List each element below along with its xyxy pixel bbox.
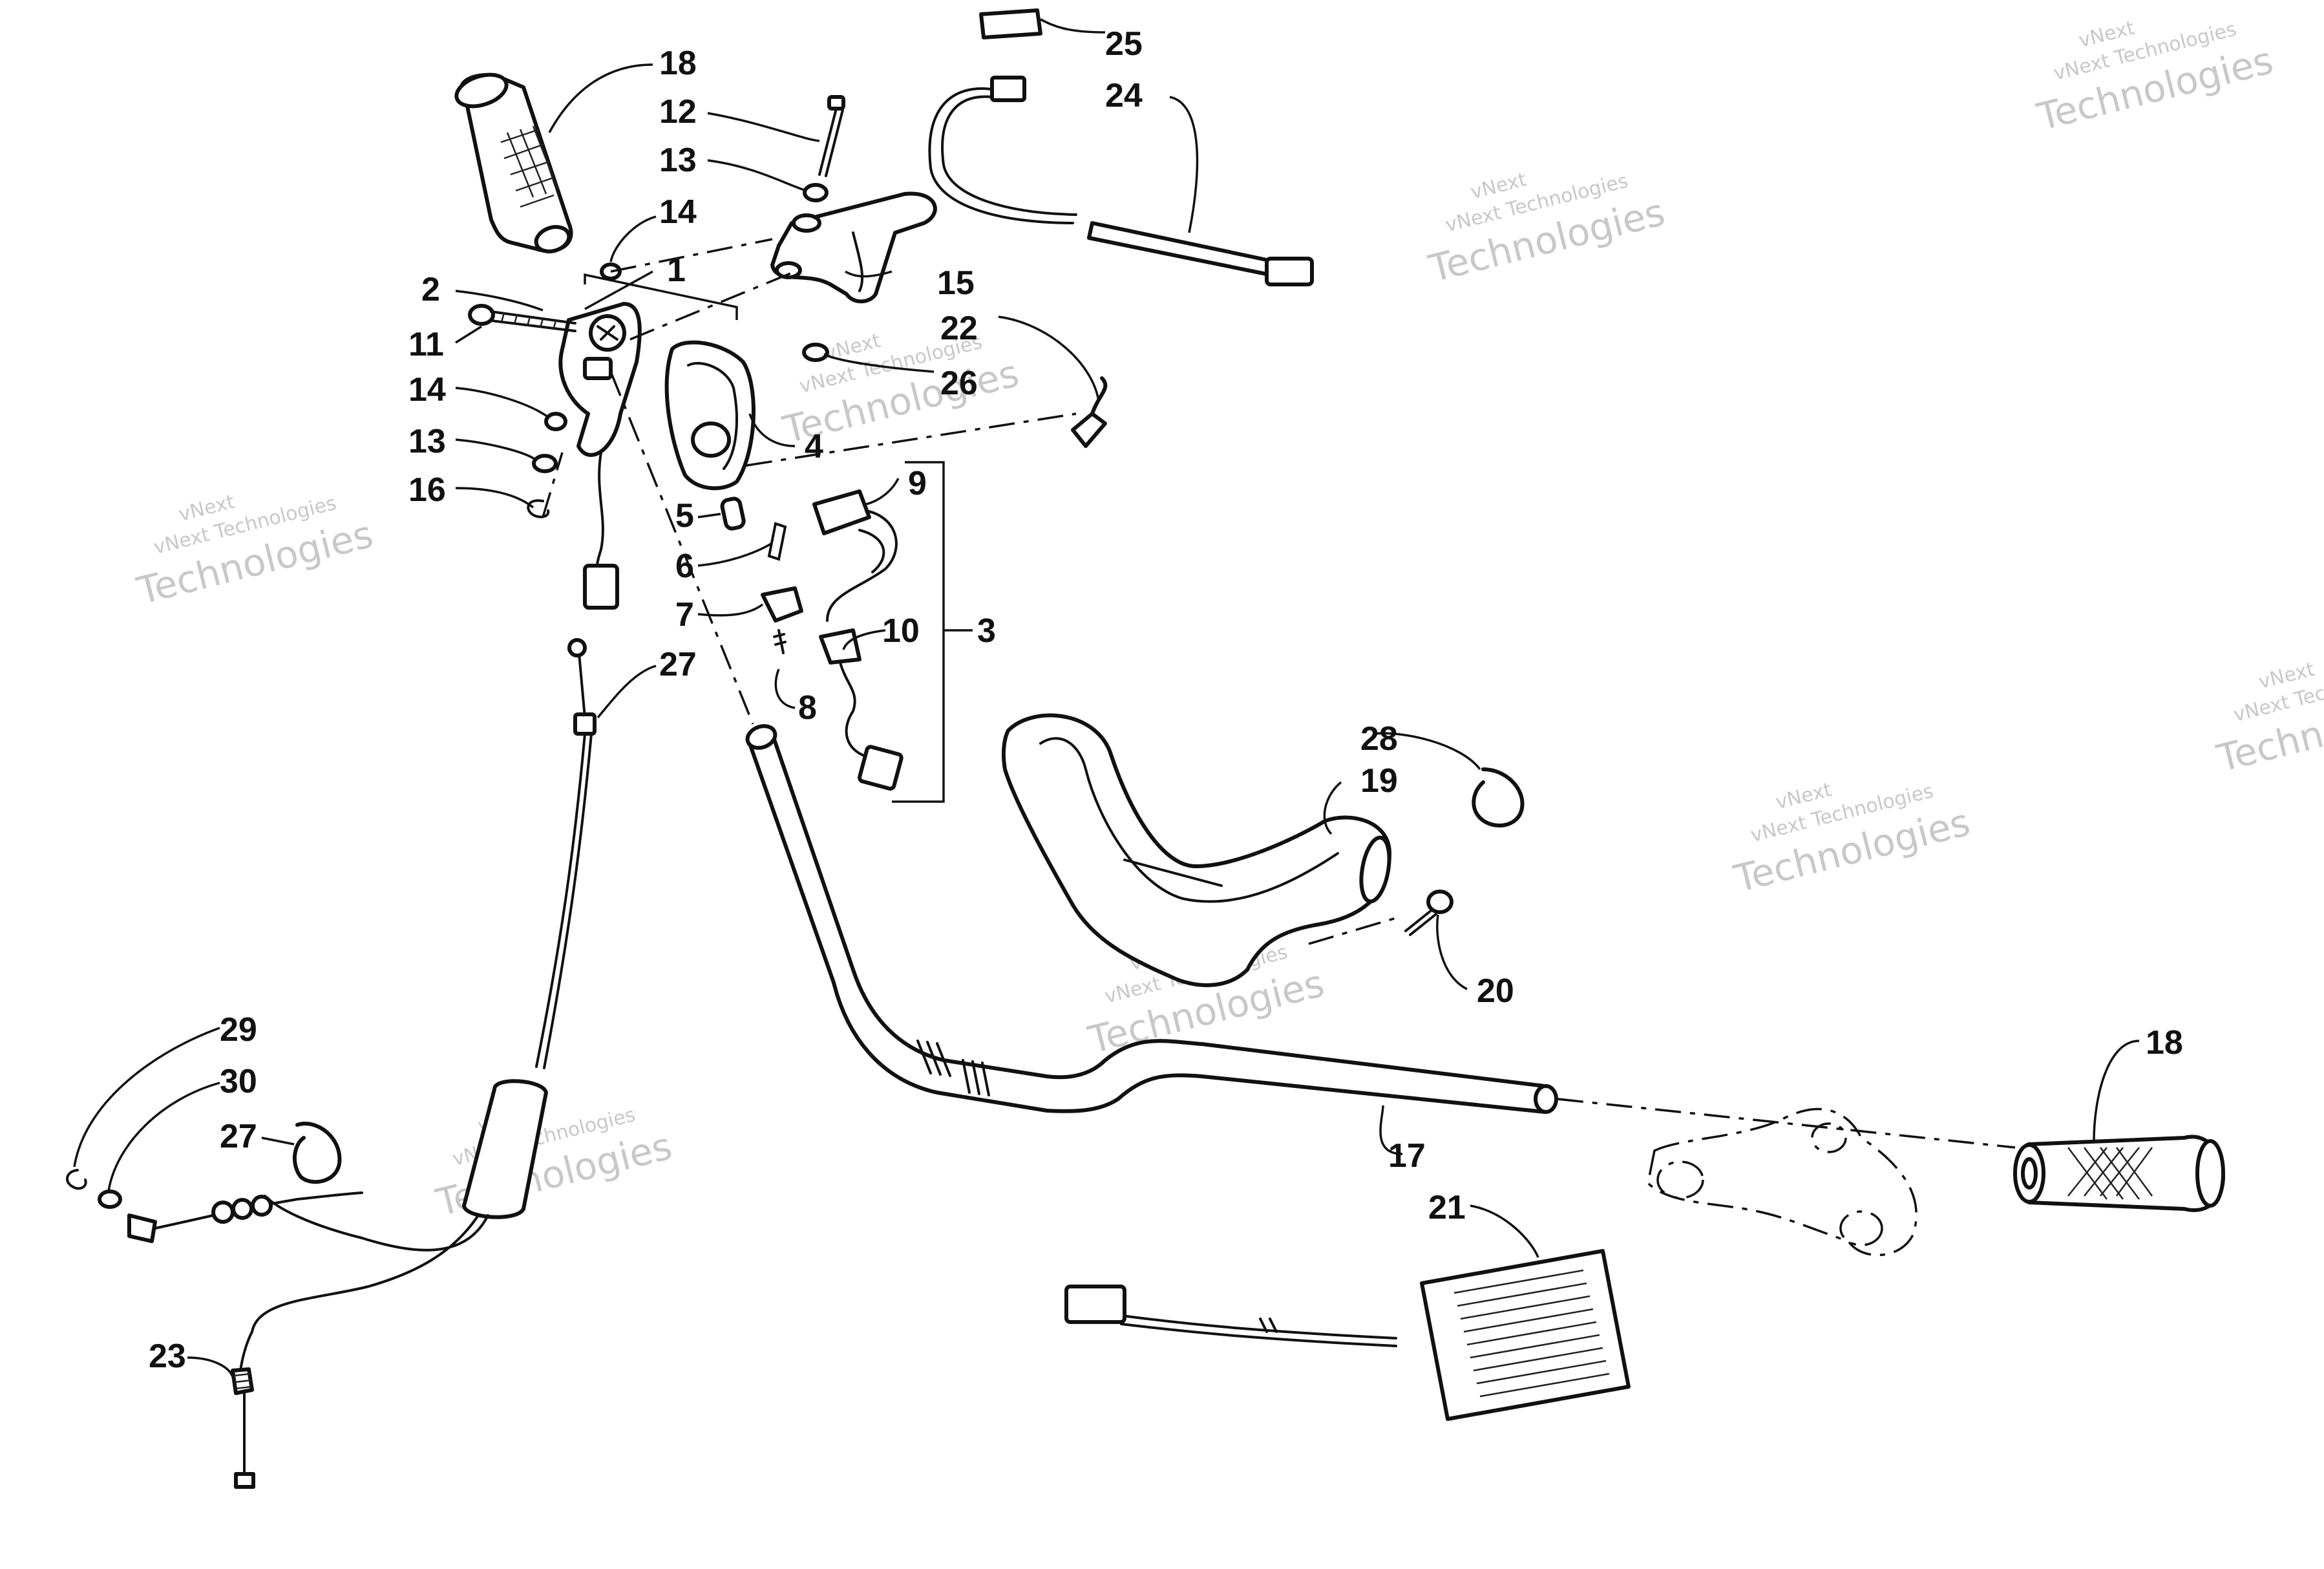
hand-grip-left bbox=[454, 72, 573, 253]
bolt-12 bbox=[818, 95, 845, 177]
callout-13-top: 13 bbox=[659, 142, 697, 179]
screw-11 bbox=[468, 304, 576, 332]
group-bracket-3 bbox=[892, 461, 945, 803]
callout-10: 10 bbox=[882, 612, 920, 650]
nut-25 bbox=[802, 343, 829, 362]
callout-14-top: 14 bbox=[659, 193, 697, 231]
heater-cable-23 bbox=[928, 76, 1314, 286]
callout-28: 23 bbox=[149, 1338, 186, 1375]
assembly-line bbox=[629, 270, 796, 341]
callout-25: 26 bbox=[940, 365, 978, 402]
cable-adjuster-28 bbox=[231, 1330, 255, 1489]
brake-assembly-reference bbox=[1647, 1107, 1917, 1256]
callout-17: 17 bbox=[1388, 1137, 1426, 1175]
callout-20: 20 bbox=[1477, 972, 1514, 1010]
watermark-tile: vNext vNext Technologies Technologies bbox=[2033, 17, 2277, 140]
callout-4: 4 bbox=[805, 428, 823, 465]
callout-5: 5 bbox=[675, 497, 694, 535]
callout-11: 11 bbox=[408, 326, 444, 363]
clamp-27-left bbox=[292, 1122, 342, 1184]
callout-27-left: 27 bbox=[220, 1118, 257, 1155]
handlebar-17 bbox=[745, 724, 1558, 1114]
assembly-line bbox=[746, 412, 1077, 467]
clip-22 bbox=[1071, 376, 1108, 448]
screw-20 bbox=[1404, 890, 1453, 936]
washer-13-left bbox=[532, 454, 558, 473]
washer-13-top bbox=[803, 183, 829, 202]
washer-30 bbox=[98, 1190, 122, 1209]
washer-14-left bbox=[544, 412, 567, 431]
callout-7: 7 bbox=[675, 596, 694, 634]
callout-15: 15 bbox=[937, 264, 975, 302]
callout-22: 22 bbox=[940, 310, 978, 347]
spring-6 bbox=[767, 522, 787, 561]
switch-harness bbox=[812, 489, 903, 791]
assembly-line bbox=[609, 371, 754, 725]
callout-12: 12 bbox=[659, 93, 697, 131]
clip-29 bbox=[66, 1169, 87, 1190]
callout-13-left: 13 bbox=[408, 423, 446, 460]
callout-18-top: 18 bbox=[659, 45, 697, 82]
switch-housing-left bbox=[558, 302, 642, 610]
group-bracket-1 bbox=[584, 273, 738, 320]
throttle-lever-bracket bbox=[770, 191, 937, 304]
callout-9: 9 bbox=[908, 465, 927, 502]
callout-24: 25 bbox=[1105, 25, 1143, 63]
callout-30: 30 bbox=[220, 1063, 257, 1100]
callout-3: 3 bbox=[977, 612, 996, 650]
callout-21: 21 bbox=[1428, 1189, 1466, 1226]
callout-18-right: 18 bbox=[2146, 1024, 2183, 1062]
heat-pad-24 bbox=[979, 8, 1042, 39]
watermark-tile: vNext vNext Technologies Technologies bbox=[1424, 168, 1669, 291]
throttle-cable-26 bbox=[251, 638, 597, 1333]
heater-element-21 bbox=[1064, 1249, 1631, 1421]
cable-end-29 bbox=[127, 1191, 363, 1243]
clamp-27-right bbox=[1472, 767, 1525, 827]
watermark-tile: vNext vNext Technologies Technologies bbox=[132, 491, 377, 614]
assembly-line bbox=[610, 238, 773, 273]
leader-lines bbox=[73, 18, 2140, 1378]
screw-8 bbox=[773, 629, 787, 654]
watermark-tile: vNext vNext Technologies Technologies bbox=[778, 329, 1023, 452]
callout-6: 6 bbox=[675, 548, 694, 585]
switch-housing-cover bbox=[664, 340, 755, 491]
callout-labels: 18 12 13 14 1 2 11 14 13 16 15 22 26 4 5… bbox=[149, 25, 2183, 1375]
callout-26: 27 bbox=[659, 646, 697, 683]
watermark-tile: vNext vNext Technologies Technologies bbox=[1729, 778, 1974, 901]
callout-2: 2 bbox=[421, 271, 440, 308]
callout-14-left: 14 bbox=[408, 371, 446, 409]
callout-23: 24 bbox=[1105, 77, 1143, 114]
assembly-line bbox=[1557, 1098, 2016, 1149]
callout-19: 19 bbox=[1360, 762, 1398, 800]
callout-8: 8 bbox=[798, 689, 817, 727]
assembly-line bbox=[542, 452, 564, 518]
watermark-tile: vNext vNext Technologies Technologies bbox=[2212, 658, 2324, 781]
hand-grip-right bbox=[2013, 1135, 2225, 1212]
callout-1: 1 bbox=[667, 251, 686, 289]
callout-29: 29 bbox=[220, 1011, 257, 1049]
clip-16 bbox=[527, 499, 550, 518]
callout-27-right: 28 bbox=[1360, 720, 1398, 758]
switch-7 bbox=[761, 586, 803, 623]
plunger-5 bbox=[720, 496, 746, 531]
assembly-line bbox=[1308, 917, 1397, 945]
callout-16: 16 bbox=[408, 471, 446, 509]
handlebar-pad-19 bbox=[1001, 713, 1391, 987]
